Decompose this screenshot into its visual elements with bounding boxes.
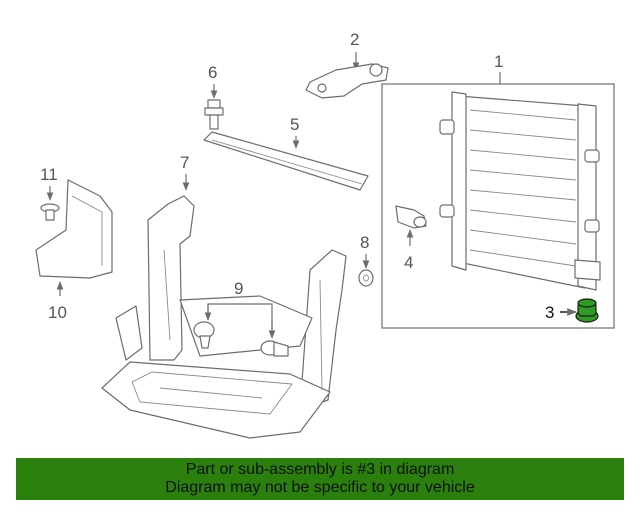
callout-3: 3 bbox=[545, 303, 577, 322]
callout-label-5: 5 bbox=[290, 115, 299, 134]
parts-diagram: 1 2 6 bbox=[35, 30, 615, 439]
callout-label-9: 9 bbox=[234, 279, 243, 298]
callout-8: 8 bbox=[360, 233, 369, 269]
callout-label-2: 2 bbox=[350, 30, 359, 49]
callout-10: 10 bbox=[48, 281, 67, 322]
washer[interactable] bbox=[358, 269, 374, 287]
callout-label-8: 8 bbox=[360, 233, 369, 252]
temperature-sensor[interactable] bbox=[395, 205, 427, 229]
callout-5: 5 bbox=[290, 115, 299, 149]
air-deflector[interactable] bbox=[35, 179, 113, 279]
callout-7: 7 bbox=[180, 153, 189, 191]
callout-4: 4 bbox=[404, 229, 413, 272]
upper-bracket[interactable] bbox=[305, 63, 389, 99]
callout-2: 2 bbox=[350, 30, 359, 71]
upper-tie-bar[interactable] bbox=[203, 131, 369, 191]
callout-11: 11 bbox=[40, 165, 58, 201]
radiator[interactable] bbox=[439, 91, 601, 291]
callout-label-6: 6 bbox=[208, 63, 217, 82]
callout-label-10: 10 bbox=[48, 303, 67, 322]
radiator-support[interactable] bbox=[101, 195, 347, 439]
radiator-frame-box bbox=[381, 83, 615, 329]
callout-label-1: 1 bbox=[494, 52, 503, 71]
callout-9: 9 bbox=[204, 279, 276, 339]
push-pin-left[interactable] bbox=[193, 321, 215, 349]
callout-label-4: 4 bbox=[404, 253, 413, 272]
push-pin-right[interactable] bbox=[260, 340, 289, 357]
push-clip[interactable] bbox=[40, 203, 60, 221]
callout-label-11: 11 bbox=[40, 165, 58, 184]
radiator-cap-highlighted[interactable] bbox=[575, 298, 599, 323]
banner-line-2: Diagram may not be specific to your vehi… bbox=[165, 479, 475, 496]
callout-label-3: 3 bbox=[545, 303, 554, 322]
banner-line-1: Part or sub-assembly is #3 in diagram bbox=[185, 461, 455, 478]
bolt[interactable] bbox=[204, 99, 224, 130]
callout-label-7: 7 bbox=[180, 153, 189, 172]
callout-6: 6 bbox=[208, 63, 217, 99]
info-banner: Part or sub-assembly is #3 in diagram Di… bbox=[16, 458, 624, 500]
callout-1: 1 bbox=[381, 52, 615, 329]
